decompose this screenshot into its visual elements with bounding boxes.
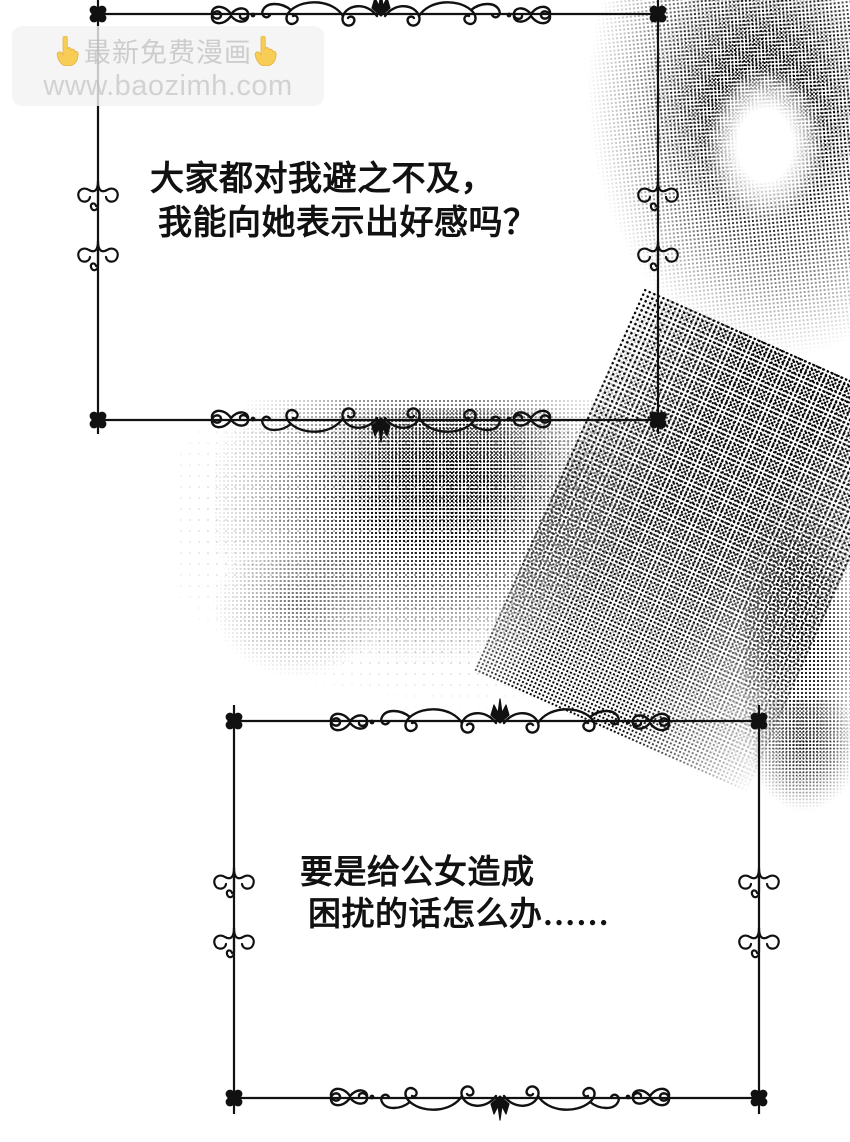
- panel-2-speech-text: 要是给公女造成困扰的话怎么办……: [300, 852, 720, 936]
- screentone-center-cloud: [215, 400, 685, 730]
- panel-2-ornate-frame: [213, 698, 780, 1121]
- crown-flourish-down-icon: [329, 1085, 671, 1121]
- four-petal-clover-icon: [225, 712, 768, 1107]
- screentone-center-core: [300, 410, 600, 610]
- crown-flourish-up-icon: [210, 0, 552, 27]
- watermark-url-text: www.baozimh.com: [43, 69, 293, 102]
- watermark-chinese-text: 最新免费漫画: [84, 38, 252, 68]
- screentone-top-right-highlight: [700, 60, 830, 230]
- double-scroll-icon: [637, 179, 679, 272]
- screentone-top-right-core: [640, 0, 850, 250]
- screentone-right-mid: [745, 480, 850, 810]
- double-scroll-icon: [213, 866, 255, 959]
- pointing-down-hand-icon: [56, 35, 82, 66]
- double-scroll-icon: [738, 866, 780, 959]
- speech-line: 要是给公女造成: [300, 855, 535, 891]
- crown-flourish-down-icon: [210, 407, 552, 443]
- speech-line: 困扰的话怎么办……: [308, 897, 610, 934]
- speech-line: 大家都对我避之不及，: [150, 161, 495, 198]
- pointing-down-hand-icon: [254, 35, 280, 66]
- watermark-top-row: 最新免费漫画: [56, 32, 280, 70]
- panel-1-speech-text: 大家都对我避之不及， 我能向她表示出好感吗？: [150, 158, 640, 245]
- speech-line: 我能向她表示出好感吗？: [158, 204, 538, 242]
- four-petal-clover-icon: [89, 5, 667, 429]
- screentone-right-lower: [755, 700, 850, 830]
- crown-flourish-up-icon: [329, 698, 671, 734]
- double-scroll-icon: [77, 179, 119, 272]
- site-watermark: 最新免费漫画 www.baozimh.com: [12, 26, 324, 106]
- screentone-left-wisp: [200, 560, 380, 710]
